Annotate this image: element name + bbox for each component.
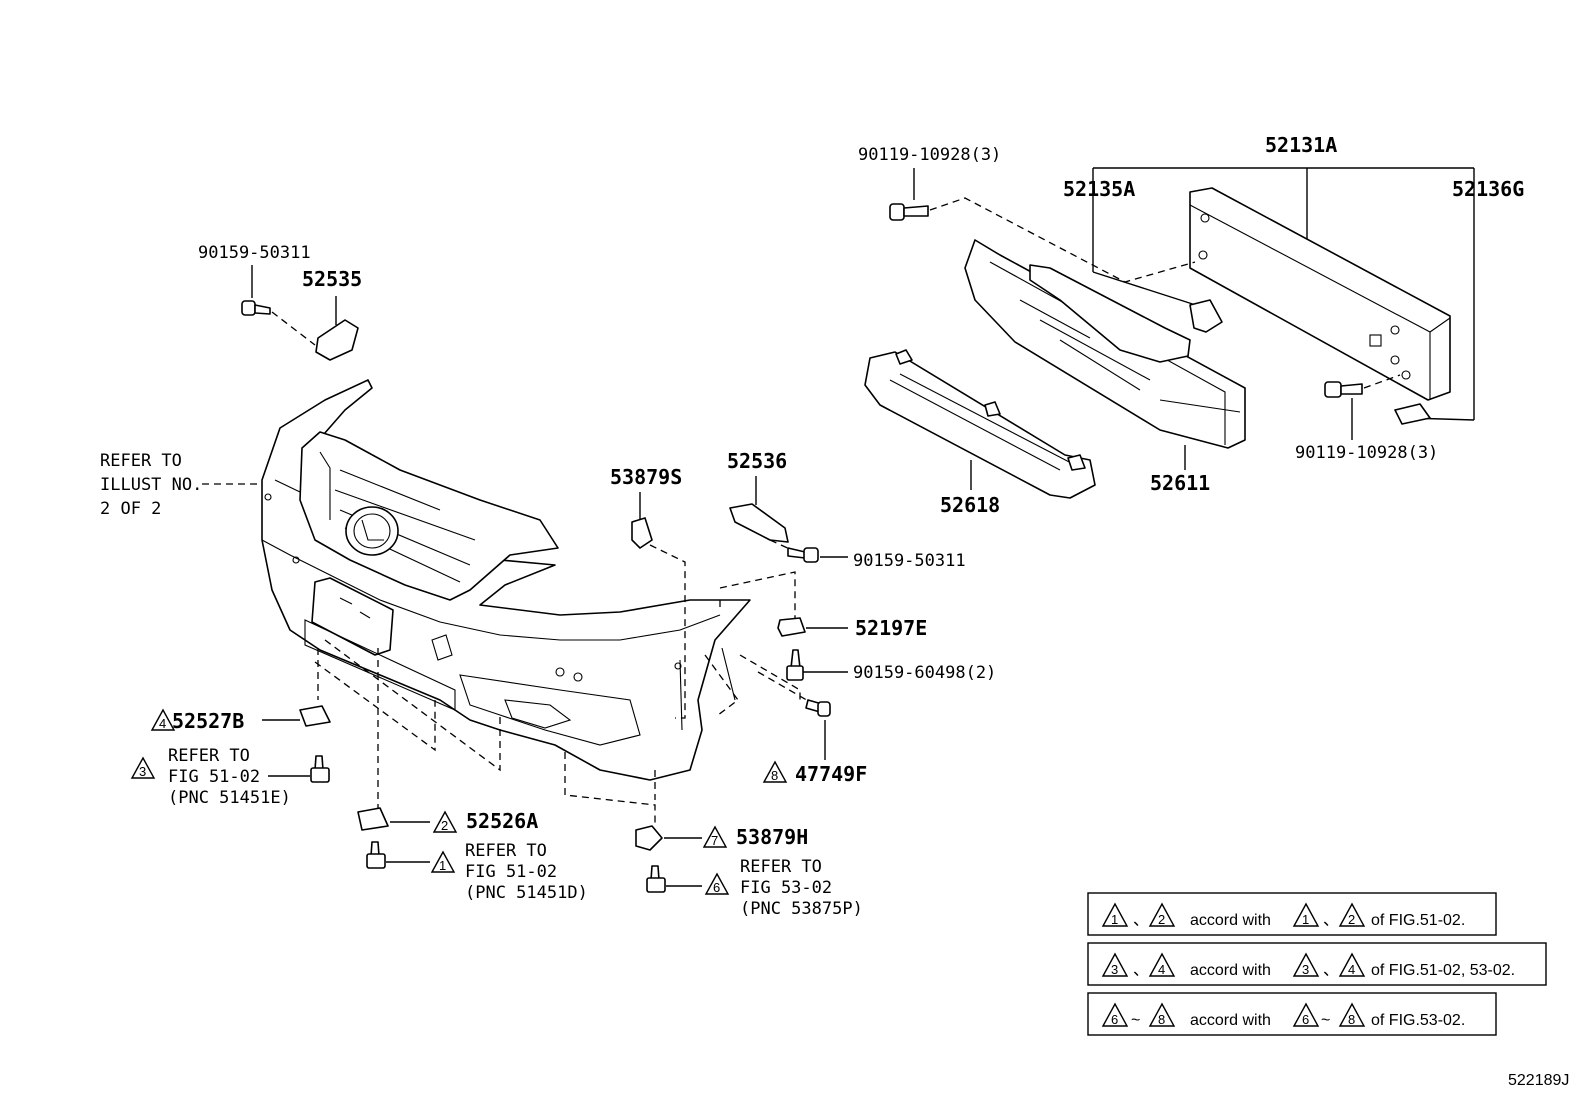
- clip-53879S: [631, 517, 653, 549]
- label-53879H[interactable]: 53879H: [736, 825, 808, 849]
- svg-text:、: 、: [1323, 912, 1339, 929]
- svg-text:8: 8: [1348, 1012, 1355, 1027]
- screw-pnc-51451D: [366, 841, 386, 869]
- label-52536[interactable]: 52536: [727, 449, 787, 473]
- svg-text:6: 6: [1111, 1012, 1118, 1027]
- svg-text:4: 4: [159, 716, 166, 731]
- refer-fig51d-line1: REFER TO: [465, 841, 547, 861]
- reinforcement-beam: [1189, 187, 1451, 401]
- svg-text:6: 6: [1302, 1012, 1309, 1027]
- svg-text:accord with: accord with: [1190, 1012, 1271, 1029]
- label-52527B[interactable]: 52527B: [172, 709, 244, 733]
- marker-7: 7: [702, 825, 728, 848]
- label-52135A[interactable]: 52135A: [1063, 177, 1135, 201]
- bumper-cover: [261, 379, 751, 781]
- refer-fig51e-line2: FIG 51-02: [168, 767, 260, 787]
- bolt-90119-top: [889, 203, 929, 221]
- screw-90159-60498: [786, 649, 804, 681]
- svg-text:of FIG.51-02.: of FIG.51-02.: [1371, 912, 1465, 929]
- label-90119-top[interactable]: 90119-10928(3): [858, 145, 1001, 165]
- bracket-52136G: [1394, 403, 1431, 425]
- refer-fig51d-line2: FIG 51-02: [465, 862, 557, 882]
- svg-text:accord with: accord with: [1190, 912, 1271, 929]
- screw-90159-top: [241, 300, 271, 316]
- label-52618[interactable]: 52618: [940, 493, 1000, 517]
- svg-text:、: 、: [1133, 912, 1149, 929]
- marker-6: 6: [704, 872, 730, 895]
- svg-text:4: 4: [1158, 962, 1165, 977]
- svg-text:8: 8: [1158, 1012, 1165, 1027]
- svg-text:2: 2: [441, 818, 448, 833]
- svg-text:4: 4: [1348, 962, 1355, 977]
- svg-text:6: 6: [713, 880, 720, 895]
- svg-text:1: 1: [1302, 912, 1309, 927]
- nut-52526A: [357, 807, 389, 831]
- label-90159-60498[interactable]: 90159-60498(2): [853, 663, 996, 683]
- refer-fig51e-line3: (PNC 51451E): [168, 788, 291, 808]
- marker-2: 2: [432, 810, 458, 833]
- svg-text:、: 、: [1323, 962, 1339, 979]
- svg-text:3: 3: [139, 764, 146, 779]
- svg-text:、: 、: [1133, 962, 1149, 979]
- label-90159-50311-top[interactable]: 90159-50311: [198, 243, 311, 263]
- label-52611[interactable]: 52611: [1150, 471, 1210, 495]
- svg-text:8: 8: [771, 768, 778, 783]
- svg-text:accord with: accord with: [1190, 962, 1271, 979]
- bumper-reinforcement-group: 52131A 52135A 52136G 90119-10928(3): [858, 133, 1524, 463]
- lower-absorber-52618: [864, 349, 1096, 499]
- legend-row-3: 6 ~ 8 accord with 6 ~ 8 of FIG.53-02.: [1087, 992, 1497, 1036]
- label-47749F[interactable]: 47749F: [795, 762, 867, 786]
- refer-fig53p-line3: (PNC 53875P): [740, 899, 863, 919]
- refer-illust-line2: ILLUST NO.: [100, 475, 202, 495]
- clip-53879H: [635, 825, 663, 851]
- svg-text:of FIG.53-02.: of FIG.53-02.: [1371, 1012, 1465, 1029]
- label-52197E[interactable]: 52197E: [855, 616, 927, 640]
- svg-text:1: 1: [439, 858, 446, 873]
- refer-illust-line3: 2 OF 2: [100, 499, 161, 519]
- nut-52527B: [299, 705, 331, 727]
- clip-47749F: [805, 699, 831, 717]
- energy-absorber-52611: [964, 239, 1246, 449]
- refer-fig53p-line1: REFER TO: [740, 857, 822, 877]
- screw-pnc-51451E: [310, 755, 330, 783]
- label-52131A[interactable]: 52131A: [1265, 133, 1337, 157]
- refer-fig51d-line3: (PNC 51451D): [465, 883, 588, 903]
- svg-text:~: ~: [1131, 1012, 1140, 1029]
- marker-4: 4: [150, 708, 176, 731]
- legend-row-1: 1 、 2 accord with 1 、 2 of FIG.51-02.: [1087, 892, 1497, 936]
- refer-fig51e-line1: REFER TO: [168, 746, 250, 766]
- svg-text:3: 3: [1111, 962, 1118, 977]
- bracket-52535: [315, 319, 359, 361]
- bolt-90119-bottom: [1324, 381, 1363, 398]
- screw-pnc-53875P: [646, 865, 666, 893]
- svg-text:2: 2: [1348, 912, 1355, 927]
- bracket-52135A: [1189, 299, 1223, 333]
- label-52136G[interactable]: 52136G: [1452, 177, 1524, 201]
- label-52526A[interactable]: 52526A: [466, 809, 538, 833]
- nut-52197E: [777, 617, 806, 637]
- svg-text:of FIG.51-02, 53-02.: of FIG.51-02, 53-02.: [1371, 962, 1515, 979]
- label-90159-50311-right[interactable]: 90159-50311: [853, 551, 966, 571]
- refer-fig53p-line2: FIG 53-02: [740, 878, 832, 898]
- label-53879S[interactable]: 53879S: [610, 465, 682, 489]
- refer-illust-line1: REFER TO: [100, 451, 182, 471]
- svg-text:~: ~: [1321, 1012, 1330, 1029]
- bracket-52536: [729, 503, 789, 543]
- marker-3: 3: [130, 756, 156, 779]
- svg-text:2: 2: [1158, 912, 1165, 927]
- marker-1: 1: [430, 850, 456, 873]
- screw-90159-right: [787, 547, 819, 563]
- svg-text:7: 7: [711, 833, 718, 848]
- svg-text:3: 3: [1302, 962, 1309, 977]
- label-52535[interactable]: 52535: [302, 267, 362, 291]
- legend: 1 、 2 accord with 1 、 2 of FIG.51-02. 3 …: [1087, 892, 1547, 1036]
- marker-8: 8: [762, 760, 788, 783]
- svg-text:1: 1: [1111, 912, 1118, 927]
- diagram-id: 522189J: [1508, 1072, 1569, 1089]
- label-90119-bottom[interactable]: 90119-10928(3): [1295, 443, 1438, 463]
- legend-row-2: 3 、 4 accord with 3 、 4 of FIG.51-02, 53…: [1087, 942, 1547, 986]
